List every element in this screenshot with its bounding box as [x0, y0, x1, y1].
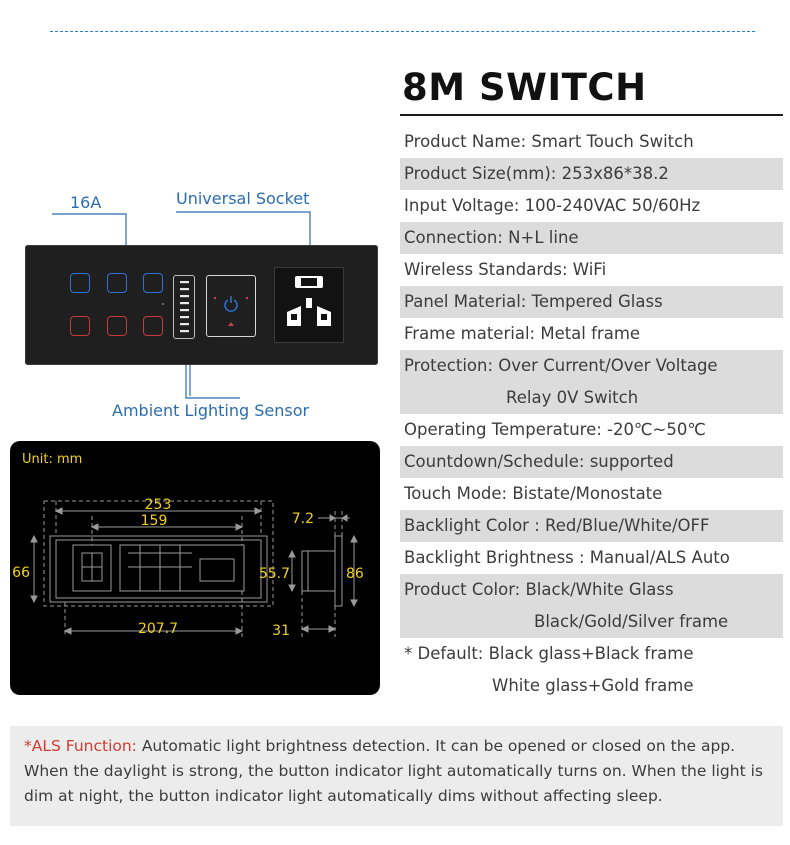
spec-row-text: Product Size(mm): 253x86*38.2 — [404, 164, 669, 183]
universal-socket-outlet — [274, 267, 344, 343]
callout-universal-socket: Universal Socket — [176, 189, 310, 208]
power-icon — [213, 296, 249, 326]
spec-row-text: Protection: Over Current/Over Voltage — [404, 356, 718, 375]
spec-row: Backlight Brightness : Manual/ALS Auto — [400, 542, 783, 574]
dim-height-side: 86 — [346, 566, 364, 582]
als-description: Automatic light brightness detection. It… — [24, 737, 763, 805]
spec-row-text: Product Name: Smart Touch Switch — [404, 132, 694, 151]
spec-row: Product Size(mm): 253x86*38.2 — [400, 158, 783, 190]
als-function-note: *ALS Function: Automatic light brightnes… — [10, 726, 783, 826]
spec-row-text: Connection: N+L line — [404, 228, 579, 247]
callout-ambient-lighting-sensor: Ambient Lighting Sensor — [112, 401, 310, 420]
spec-title: 8M SWITCH — [402, 66, 647, 109]
spec-row: Backlight Color : Red/Blue/White/OFF — [400, 510, 783, 542]
spec-row-text: Backlight Brightness : Manual/ALS Auto — [404, 548, 730, 567]
switch-panel-image — [25, 245, 378, 365]
dim-height-box: 55.7 — [259, 566, 290, 582]
dim-width-total: 253 — [145, 497, 172, 513]
als-label: *ALS Function: — [24, 737, 137, 755]
spec-row-text: * Default: Black glass+Black frame — [404, 644, 694, 663]
spec-row: Panel Material: Tempered Glass — [400, 286, 783, 318]
spec-row-text: Panel Material: Tempered Glass — [404, 292, 663, 311]
touch-key-blue-1 — [70, 273, 90, 293]
spec-row-continuation: White glass+Gold frame — [492, 676, 694, 695]
dimension-drawing: 253 159 207.7 66 7.2 31 55.7 86 — [12, 497, 364, 639]
dim-depth-box: 31 — [272, 623, 290, 639]
spec-row: Connection: N+L line — [400, 222, 783, 254]
callout-16a: 16A — [70, 193, 102, 212]
indicator-dot — [162, 303, 164, 305]
spec-row: Touch Mode: Bistate/Monostate — [400, 478, 783, 510]
spec-row-text: Operating Temperature: -20℃~50℃ — [404, 420, 706, 439]
spec-row-text: Input Voltage: 100-240VAC 50/60Hz — [404, 196, 701, 215]
dim-depth-front: 7.2 — [292, 511, 314, 527]
sensor-level-bars — [180, 281, 189, 333]
spec-row-text: Countdown/Schedule: supported — [404, 452, 674, 471]
callout-leader-lines — [52, 211, 311, 399]
light-sensor-slider — [173, 275, 195, 339]
spec-row-text: Backlight Color : Red/Blue/White/OFF — [404, 516, 710, 535]
spec-row: Operating Temperature: -20℃~50℃ — [400, 414, 783, 446]
touch-key-blue-2 — [107, 273, 127, 293]
dimension-unit-label: Unit: mm — [22, 452, 83, 467]
spec-row: Frame material: Metal frame — [400, 318, 783, 350]
spec-row: Product Name: Smart Touch Switch — [400, 126, 783, 158]
touch-key-blue-3 — [143, 273, 163, 293]
dim-width-box: 207.7 — [138, 621, 178, 637]
touch-key-red-1 — [70, 316, 90, 336]
spec-row: Wireless Standards: WiFi — [400, 254, 783, 286]
dim-width-inner: 159 — [141, 513, 168, 529]
dim-height-total: 66 — [12, 565, 30, 581]
spec-row-text: Product Color: Black/White Glass — [404, 580, 674, 599]
als-note-text: *ALS Function: Automatic light brightnes… — [24, 734, 776, 809]
spec-row-text: Touch Mode: Bistate/Monostate — [404, 484, 663, 503]
spec-title-rule — [400, 114, 783, 116]
touch-key-red-2 — [107, 316, 127, 336]
spec-row-text: Wireless Standards: WiFi — [404, 260, 607, 279]
spec-row: Countdown/Schedule: supported — [400, 446, 783, 478]
spec-row-continuation: Relay 0V Switch — [506, 388, 639, 407]
spec-row-text: Frame material: Metal frame — [404, 324, 641, 343]
touch-key-red-3 — [143, 316, 163, 336]
spec-row: Input Voltage: 100-240VAC 50/60Hz — [400, 190, 783, 222]
dimension-drawing-card — [10, 441, 380, 695]
top-divider — [50, 31, 755, 32]
socket-icon — [287, 276, 331, 326]
power-touch-pad — [206, 275, 256, 337]
spec-row-continuation: Black/Gold/Silver frame — [534, 612, 729, 631]
